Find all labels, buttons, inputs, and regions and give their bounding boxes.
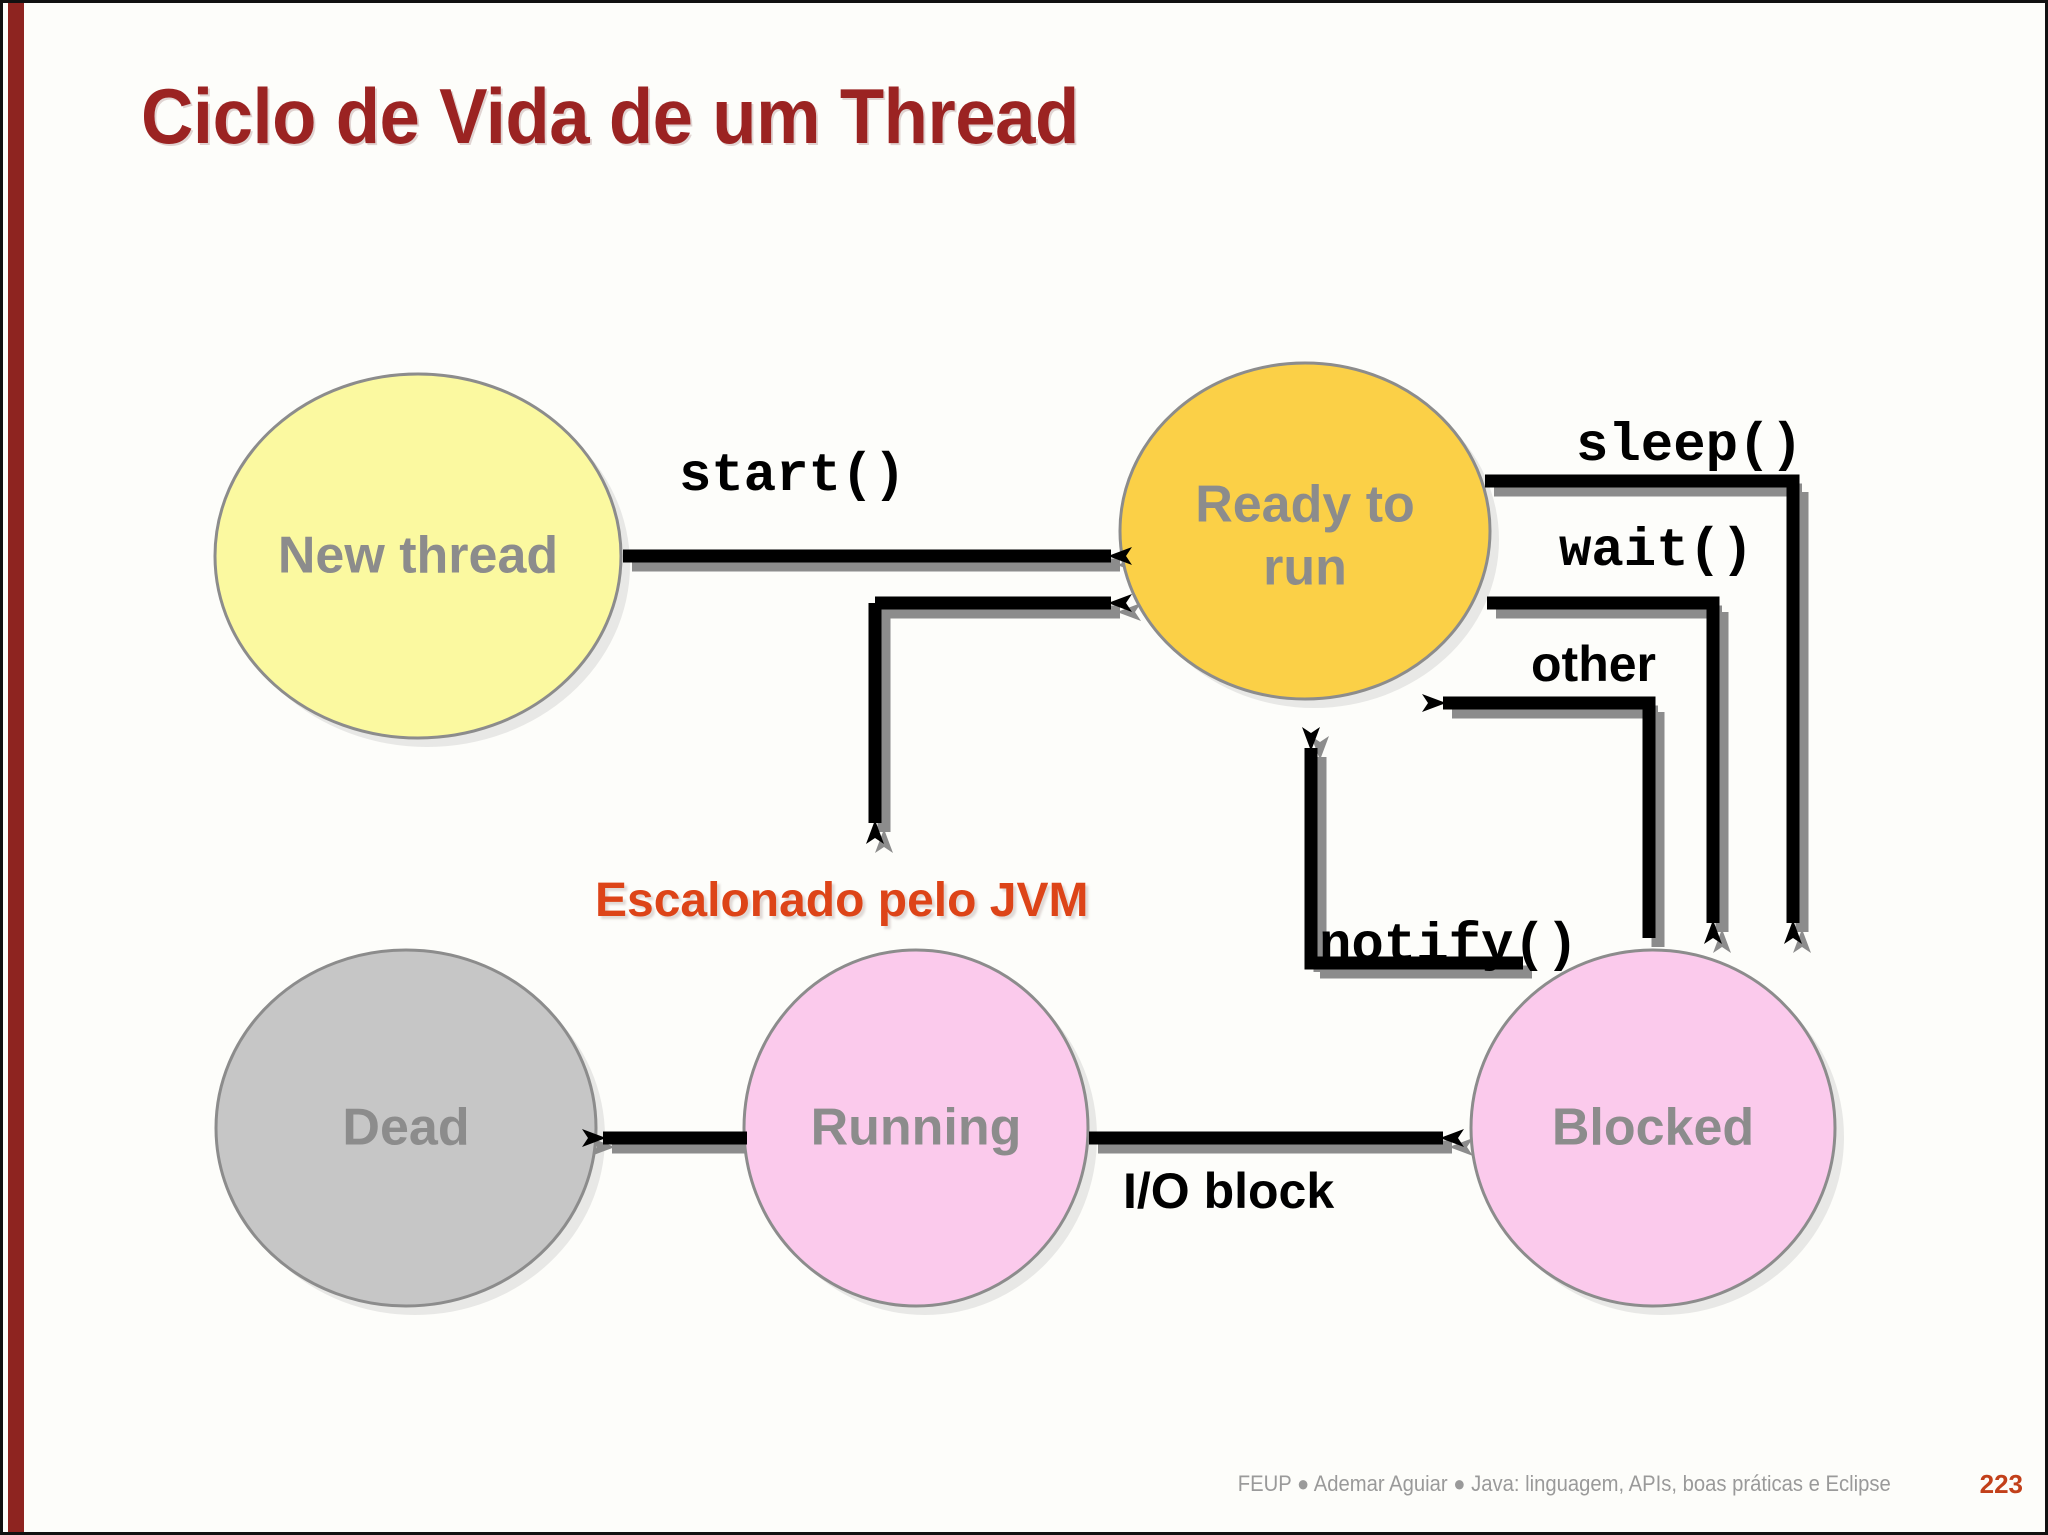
edge-other (1422, 694, 1656, 938)
node-dead: Dead (214, 948, 598, 1308)
edge-label-sleep: sleep() (1576, 416, 1803, 477)
node-label-dead: Dead (342, 1099, 469, 1157)
edge-notify (1302, 727, 1523, 970)
edge-label-other: other (1531, 636, 1656, 692)
node-label-ready-to-run-line2: run (1263, 539, 1347, 597)
slide-footer: FEUP ● Ademar Aguiar ● Java: linguagem, … (3, 1469, 2045, 1517)
page-title: Ciclo de Vida de um Thread (141, 72, 1079, 160)
footer-page-number: 223 (1979, 1469, 2023, 1499)
left-accent-bar (8, 3, 24, 1532)
node-label-running: Running (811, 1099, 1022, 1157)
node-new-thread: New thread (213, 372, 623, 740)
node-label-new-thread: New thread (278, 527, 558, 585)
edge-sleep (1485, 474, 1802, 944)
note-scheduler: Escalonado pelo JVM (595, 874, 1088, 927)
edge-label-start: start() (679, 446, 906, 507)
edge-label-io-block: I/O block (1123, 1163, 1334, 1219)
node-running: Running (742, 948, 1090, 1308)
node-ready-to-run: Ready to run (1118, 361, 1492, 701)
edge-label-notify: notify() (1319, 916, 1578, 977)
footer-credit-text: FEUP ● Ademar Aguiar ● Java: linguagem, … (1238, 1471, 1891, 1496)
node-label-ready-to-run-line1: Ready to (1195, 476, 1415, 534)
thread-lifecycle-diagram: New thread Ready to run Dead Running Blo… (213, 361, 1844, 1315)
edge-label-wait: wait() (1559, 521, 1753, 582)
edge-wait (1487, 596, 1722, 944)
node-blocked: Blocked (1469, 948, 1837, 1308)
node-label-blocked: Blocked (1552, 1099, 1754, 1157)
